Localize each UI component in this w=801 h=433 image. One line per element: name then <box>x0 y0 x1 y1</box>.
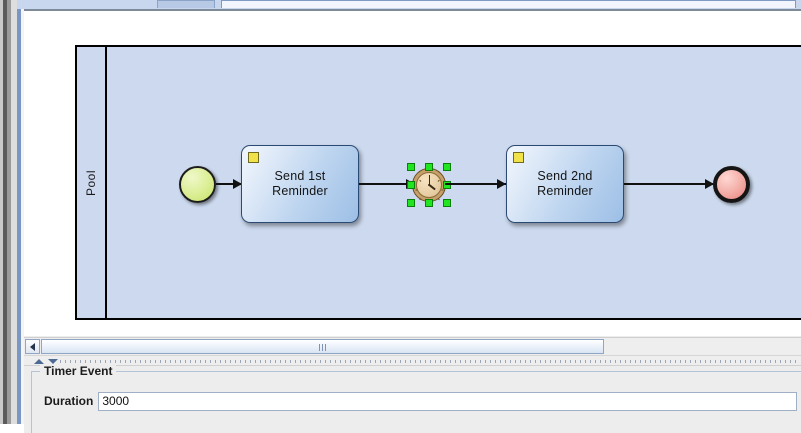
clock-tick <box>441 189 444 191</box>
editor-left-border <box>17 9 21 424</box>
window-border-light <box>11 0 17 424</box>
duration-row: Duration <box>44 391 797 411</box>
sequence-flow-arrow-3 <box>497 179 506 189</box>
triangle-down-icon[interactable] <box>48 359 58 364</box>
message-marker-icon <box>248 152 259 163</box>
duration-label: Duration <box>44 394 94 408</box>
task-label-line2: Reminder <box>272 184 328 198</box>
scrollbar-thumb[interactable] <box>41 339 604 354</box>
sequence-flow-line-2[interactable] <box>359 183 413 185</box>
duration-input[interactable] <box>98 391 797 411</box>
selection-handle-ne[interactable] <box>443 163 451 171</box>
properties-group-title: Timer Event <box>40 364 117 378</box>
selection-handle-w[interactable] <box>407 181 415 189</box>
selection-handle-s[interactable] <box>425 199 433 207</box>
task-node-send-2nd-reminder[interactable]: Send 2nd Reminder <box>506 145 624 223</box>
sequence-flow-line-4[interactable] <box>624 183 713 185</box>
task-label: Send 2nd Reminder <box>537 169 593 199</box>
selection-handle-n[interactable] <box>425 163 433 171</box>
clock-tick <box>415 189 418 191</box>
selection-handle-nw[interactable] <box>407 163 415 171</box>
selection-handle-se[interactable] <box>443 199 451 207</box>
clock-minute-hand <box>428 175 431 185</box>
pool-header[interactable]: Pool <box>77 47 107 318</box>
window-border-dark <box>3 0 7 424</box>
clock-face <box>415 172 444 204</box>
timer-event-group: Timer Event Duration <box>31 364 801 433</box>
scroll-left-button[interactable] <box>25 339 40 354</box>
window-border-mid <box>7 0 11 424</box>
bpmn-pool[interactable]: Pool Send 1st Reminder <box>75 45 801 320</box>
task-label-line2: Reminder <box>537 184 593 198</box>
selection-handle-e[interactable] <box>443 181 451 189</box>
diagram-canvas[interactable]: Pool Send 1st Reminder <box>24 9 801 336</box>
sequence-flow-arrow-4 <box>705 179 714 189</box>
task-label-line1: Send 2nd <box>537 169 593 183</box>
clock-tick <box>437 179 440 182</box>
pool-label: Pool <box>84 169 98 196</box>
selection-handle-sw[interactable] <box>407 199 415 207</box>
window-shadow-outer <box>0 0 3 424</box>
clock-center-pin <box>428 184 430 186</box>
triangle-up-icon[interactable] <box>34 359 44 364</box>
editor-frame: Pool Send 1st Reminder <box>17 9 801 433</box>
properties-panel: Timer Event Duration <box>24 364 801 433</box>
left-arrow-icon <box>30 343 35 351</box>
clock-tick <box>419 179 422 182</box>
message-marker-icon <box>513 152 524 163</box>
sequence-flow-arrow-1 <box>233 179 242 189</box>
canvas-horizontal-scrollbar[interactable] <box>24 337 801 354</box>
pool-lane-body[interactable]: Send 1st Reminder <box>107 47 801 318</box>
task-label-line1: Send 1st <box>274 169 326 183</box>
end-event-node[interactable] <box>713 166 750 203</box>
split-pane-divider[interactable] <box>24 355 801 366</box>
task-node-send-1st-reminder[interactable]: Send 1st Reminder <box>241 145 359 223</box>
clock-tick <box>419 198 422 201</box>
clock-hour-hand <box>429 184 436 190</box>
editor-tab-0[interactable] <box>157 0 215 8</box>
divider-grip-dots <box>60 360 799 363</box>
sequence-flow-line-1[interactable] <box>216 183 241 185</box>
clock-tick <box>437 198 440 201</box>
clock-icon <box>412 168 446 204</box>
task-label: Send 1st Reminder <box>272 169 328 199</box>
start-event-node[interactable] <box>179 166 216 203</box>
intermediate-timer-event-node[interactable] <box>407 163 451 207</box>
grip-icon <box>318 344 327 351</box>
sequence-flow-line-3[interactable] <box>445 183 506 185</box>
editor-tab-1[interactable] <box>221 0 796 8</box>
editor-left-border-inner <box>21 9 24 424</box>
